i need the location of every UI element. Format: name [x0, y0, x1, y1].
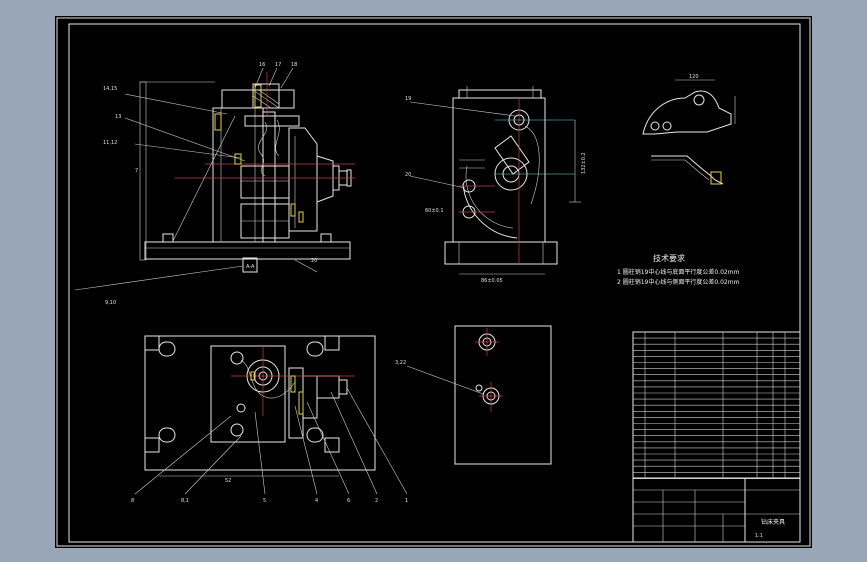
dim-iso-width: 120: [689, 74, 699, 80]
front-view: A-A 14,15 13 11,12 7 9,10 16 17 18 20: [74, 62, 355, 306]
dim-side-height: 132±0.2: [581, 152, 587, 174]
title-block: 钻床夹具 1:1: [632, 477, 801, 543]
drawing-canvas: A-A 14,15 13 11,12 7 9,10 16 17 18 20: [56, 17, 811, 547]
tech-line-1: 1 圆柱销19中心线与底面平行度公差0.02mm: [617, 268, 740, 276]
dim-section: A-A: [246, 264, 255, 270]
side-view: 132±0.2 86±0.05 60±0.1 19 20: [405, 86, 587, 284]
callout-front-1: 13: [115, 114, 121, 120]
aux-view: 3,22: [395, 325, 552, 465]
drawing-scale: 1:1: [755, 533, 763, 539]
outer-frame: [56, 17, 811, 547]
callout-top-6: 1: [405, 498, 408, 504]
callout-top-5: 2: [375, 498, 378, 504]
callout-front-4: 9,10: [105, 300, 116, 306]
iso-detail: 120: [642, 74, 736, 185]
callout-front-0: 14,15: [103, 86, 117, 92]
callout-side-0: 19: [405, 96, 411, 102]
dim-side-width: 86±0.05: [481, 278, 503, 284]
callout-side-1: 20: [405, 172, 411, 178]
callout-front-6: 17: [275, 62, 281, 68]
tech-requirements: 技术要求 1 圆柱销19中心线与底面平行度公差0.02mm 2 圆柱销19中心线…: [617, 253, 740, 286]
parts-list: [632, 331, 801, 479]
callout-aux-0: 3,22: [395, 360, 406, 366]
callout-front-7: 18: [291, 62, 297, 68]
drawing-sheet: A-A 14,15 13 11,12 7 9,10 16 17 18 20: [55, 16, 812, 548]
callout-front-8: 20: [311, 258, 317, 264]
drawing-name: 钻床夹具: [761, 518, 785, 526]
callout-top-0: 8: [131, 498, 134, 504]
callout-top-1: 8,1: [181, 498, 189, 504]
tech-title: 技术要求: [653, 253, 685, 263]
inner-frame: [68, 23, 801, 543]
callout-front-2: 11,12: [103, 140, 117, 146]
top-view: 52 8 8,1 5 4 6 2 1: [131, 335, 408, 504]
dim-side-small: 60±0.1: [425, 208, 444, 214]
dim-top-width: 52: [225, 478, 231, 484]
callout-top-4: 6: [347, 498, 350, 504]
tech-line-2: 2 圆柱销19中心线与侧面平行度公差0.02mm: [617, 278, 740, 286]
callout-top-3: 4: [315, 498, 318, 504]
callout-front-3: 7: [135, 168, 138, 174]
callout-front-5: 16: [259, 62, 265, 68]
callout-top-2: 5: [263, 498, 266, 504]
